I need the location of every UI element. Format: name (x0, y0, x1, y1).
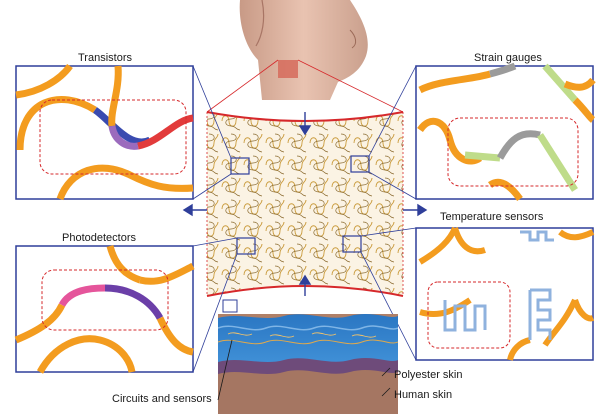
label-circuits-and-sensors: Circuits and sensors (112, 393, 212, 405)
label-transistors: Transistors (78, 52, 132, 64)
face-illustration (239, 0, 368, 100)
label-human-skin: Human skin (394, 389, 453, 401)
layer-pointers (217, 339, 391, 401)
panel-transistors (15, 63, 194, 201)
panel-temperature-sensors (415, 226, 595, 361)
connector-lines (192, 65, 417, 373)
stretch-arrows (182, 112, 428, 296)
panel-photodetectors (14, 245, 195, 374)
label-photodetectors: Photodetectors (62, 232, 136, 244)
skin-cross-section (218, 314, 398, 414)
label-polyester-skin: Polyester skin (394, 369, 463, 381)
label-temperature-sensors: Temperature sensors (440, 211, 544, 223)
label-strain-gauges: Strain gauges (474, 52, 542, 64)
panel-strain-gauges (415, 62, 596, 202)
sensor-patch-on-neck (278, 60, 298, 78)
projection-lines (206, 59, 404, 113)
central-mesh (206, 111, 404, 313)
